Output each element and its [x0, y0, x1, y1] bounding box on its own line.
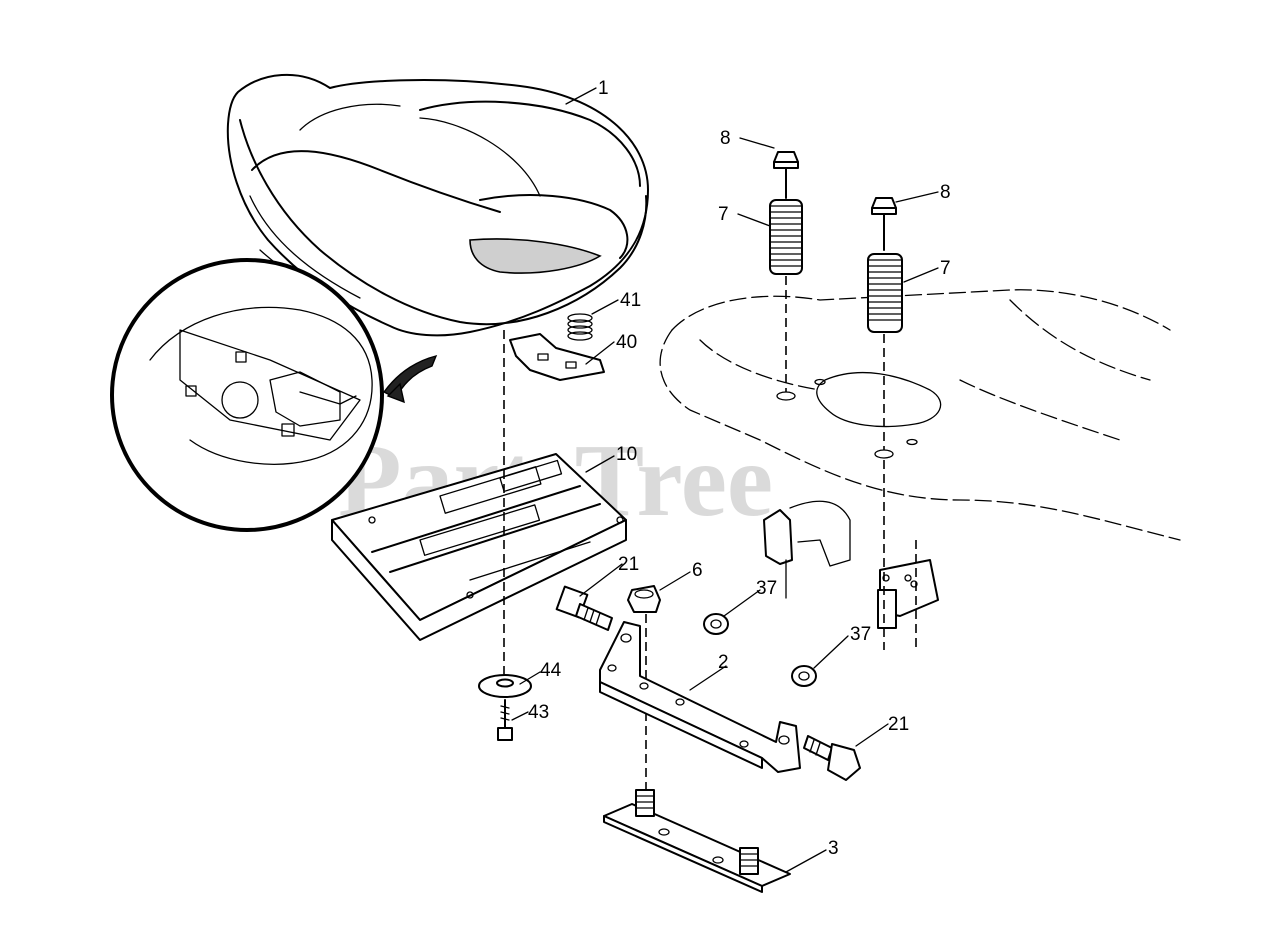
leader-lines [511, 87, 939, 873]
callout-37-nut-upper: 37 [756, 578, 777, 599]
bolt-21-left [555, 585, 613, 631]
spring-7-left [769, 199, 803, 275]
callout-44-washer: 44 [540, 660, 562, 681]
nut-6 [627, 585, 661, 613]
callout-2-bracket: 2 [718, 652, 729, 673]
latch-40 [509, 333, 605, 381]
bolt-8-right [871, 197, 897, 251]
callout-43-bolt: 43 [528, 702, 549, 723]
washer-44 [478, 674, 532, 698]
callout-8-bolt-left: 8 [720, 128, 731, 149]
callout-7-spring-left: 7 [718, 204, 729, 225]
callout-labels: 1 8 8 7 7 41 40 10 21 6 37 37 2 44 43 21… [528, 78, 951, 859]
spring-7-right [867, 253, 903, 333]
nut-37-lower [791, 665, 817, 687]
plate-3 [603, 789, 791, 893]
callout-37-nut-lower: 37 [850, 624, 871, 645]
frame-brackets [763, 460, 939, 650]
callout-3-plate: 3 [828, 838, 839, 859]
callout-40-latch: 40 [616, 332, 637, 353]
spring-41 [567, 313, 593, 341]
detail-zoom-circle [110, 258, 438, 532]
callout-21-bolt-right: 21 [888, 714, 909, 735]
seat [226, 73, 649, 337]
bolt-8-left [773, 151, 799, 199]
bolt-43 [497, 699, 513, 741]
seat-pan-10 [331, 453, 627, 641]
fender-outline [659, 289, 1181, 541]
callout-41-spring: 41 [620, 290, 641, 311]
callout-10-seat-pan: 10 [616, 444, 637, 465]
callout-1-seat: 1 [598, 78, 609, 99]
callout-6-nut: 6 [692, 560, 703, 581]
bolt-21-right [803, 735, 861, 781]
callout-7-spring-right: 7 [940, 258, 951, 279]
callout-8-bolt-right: 8 [940, 182, 951, 203]
callout-21-bolt-left: 21 [618, 554, 639, 575]
bracket-2 [599, 621, 801, 773]
nut-37-upper [703, 613, 729, 635]
